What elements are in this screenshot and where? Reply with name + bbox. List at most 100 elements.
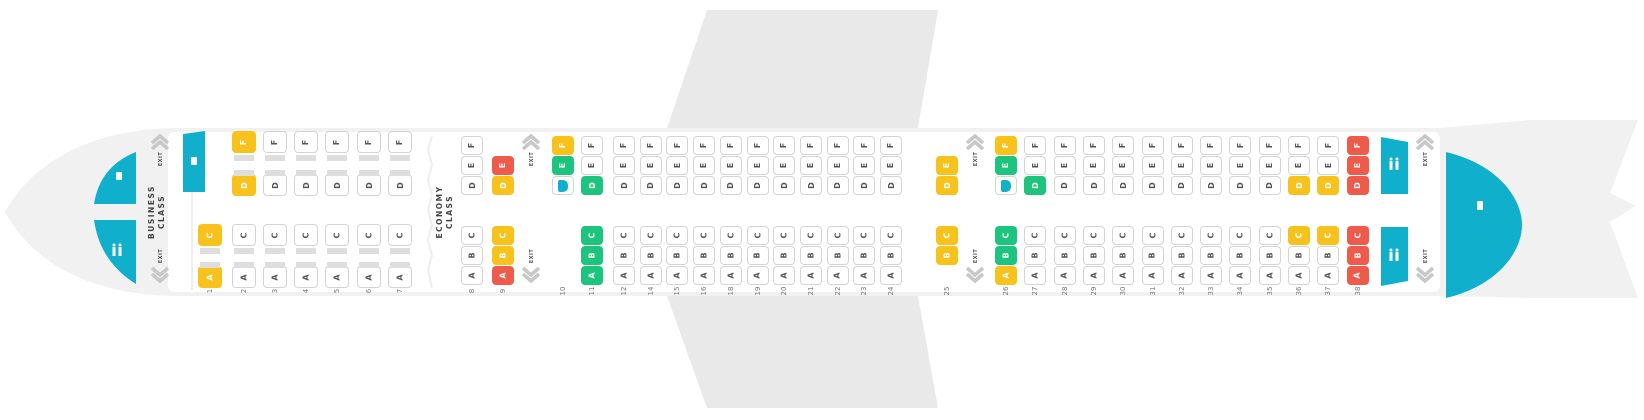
seat-22A[interactable]: A (826, 265, 849, 285)
seat-23E[interactable]: E (853, 155, 876, 175)
seat-20F[interactable]: F (773, 135, 796, 155)
seat-16D[interactable]: D (693, 175, 716, 195)
seat-16E[interactable]: E (693, 155, 716, 175)
seat-11E[interactable]: E (581, 155, 603, 175)
seat-22D[interactable]: D (826, 175, 849, 195)
seat-1A[interactable]: A (198, 266, 222, 288)
seat-34E[interactable]: E (1229, 155, 1252, 175)
seat-26B[interactable]: B (995, 245, 1017, 265)
seat-14B[interactable]: B (639, 245, 662, 265)
seat-23C[interactable]: C (853, 225, 876, 245)
seat-33C[interactable]: C (1200, 225, 1223, 245)
seat-14E[interactable]: E (639, 155, 662, 175)
seat-31D[interactable]: D (1141, 175, 1164, 195)
seat-38F[interactable]: F (1346, 135, 1369, 155)
seat-37A[interactable]: A (1317, 265, 1340, 285)
seat-32C[interactable]: C (1170, 225, 1193, 245)
seat-7D[interactable]: D (388, 174, 412, 196)
seat-35C[interactable]: C (1258, 225, 1281, 245)
seat-8B[interactable]: B (461, 245, 483, 265)
seat-37C[interactable]: C (1317, 225, 1340, 245)
seat-20A[interactable]: A (773, 265, 796, 285)
seat-18C[interactable]: C (719, 225, 742, 245)
seat-23F[interactable]: F (853, 135, 876, 155)
seat-29C[interactable]: C (1082, 225, 1105, 245)
seat-19E[interactable]: E (746, 155, 769, 175)
seat-5D[interactable]: D (325, 174, 349, 196)
seat-38E[interactable]: E (1346, 155, 1369, 175)
seat-28D[interactable]: D (1053, 175, 1076, 195)
seat-8E[interactable]: E (461, 155, 483, 175)
seat-35A[interactable]: A (1258, 265, 1281, 285)
seat-34F[interactable]: F (1229, 135, 1252, 155)
seat-6A[interactable]: A (357, 266, 381, 288)
seat-9C[interactable]: C (492, 225, 514, 245)
seat-8A[interactable]: A (461, 265, 483, 285)
seat-24F[interactable]: F (880, 135, 902, 155)
seat-27F[interactable]: F (1024, 135, 1047, 155)
seat-4D[interactable]: D (294, 174, 318, 196)
seat-12C[interactable]: C (613, 225, 635, 245)
seat-24C[interactable]: C (880, 225, 902, 245)
seat-35F[interactable]: F (1258, 135, 1281, 155)
seat-15F[interactable]: F (666, 135, 689, 155)
seat-18E[interactable]: E (719, 155, 742, 175)
seat-30C[interactable]: C (1112, 225, 1135, 245)
seat-23D[interactable]: D (853, 175, 876, 195)
seat-3F[interactable]: F (263, 131, 287, 153)
seat-1C[interactable]: C (198, 224, 222, 246)
seat-26A[interactable]: A (995, 265, 1017, 285)
seat-26F[interactable]: F (995, 135, 1017, 155)
seat-29B[interactable]: B (1082, 245, 1105, 265)
seat-29E[interactable]: E (1082, 155, 1105, 175)
seat-28F[interactable]: F (1053, 135, 1076, 155)
seat-27C[interactable]: C (1024, 225, 1047, 245)
seat-34D[interactable]: D (1229, 175, 1252, 195)
seat-25D[interactable]: D (936, 175, 958, 195)
seat-5A[interactable]: A (325, 266, 349, 288)
seat-30D[interactable]: D (1112, 175, 1135, 195)
seat-15D[interactable]: D (666, 175, 689, 195)
seat-9D[interactable]: D (492, 175, 514, 195)
seat-3D[interactable]: D (263, 174, 287, 196)
seat-8C[interactable]: C (461, 225, 483, 245)
seat-11D[interactable]: D (581, 175, 603, 195)
seat-25C[interactable]: C (936, 225, 958, 245)
seat-4C[interactable]: C (294, 224, 318, 246)
seat-12E[interactable]: E (613, 155, 635, 175)
seat-26D[interactable] (995, 175, 1017, 195)
seat-36A[interactable]: A (1288, 265, 1310, 285)
seat-28C[interactable]: C (1053, 225, 1076, 245)
seat-26C[interactable]: C (995, 225, 1017, 245)
seat-5F[interactable]: F (325, 131, 349, 153)
seat-21A[interactable]: A (799, 265, 822, 285)
seat-11C[interactable]: C (581, 225, 603, 245)
seat-7A[interactable]: A (388, 266, 412, 288)
seat-3A[interactable]: A (263, 266, 287, 288)
seat-2C[interactable]: C (232, 224, 256, 246)
seat-36D[interactable]: D (1288, 175, 1310, 195)
seat-11A[interactable]: A (581, 265, 603, 285)
seat-32E[interactable]: E (1170, 155, 1193, 175)
seat-20E[interactable]: E (773, 155, 796, 175)
seat-30F[interactable]: F (1112, 135, 1135, 155)
seat-24B[interactable]: B (880, 245, 902, 265)
seat-19B[interactable]: B (746, 245, 769, 265)
seat-37F[interactable]: F (1317, 135, 1340, 155)
seat-28A[interactable]: A (1053, 265, 1076, 285)
seat-37D[interactable]: D (1317, 175, 1340, 195)
seat-21B[interactable]: B (799, 245, 822, 265)
seat-36E[interactable]: E (1288, 155, 1310, 175)
seat-34C[interactable]: C (1229, 225, 1252, 245)
seat-3C[interactable]: C (263, 224, 287, 246)
seat-27D[interactable]: D (1024, 175, 1047, 195)
seat-27A[interactable]: A (1024, 265, 1047, 285)
seat-20C[interactable]: C (773, 225, 796, 245)
seat-25B[interactable]: B (936, 245, 958, 265)
seat-31A[interactable]: A (1141, 265, 1164, 285)
seat-7F[interactable]: F (388, 131, 412, 153)
seat-22C[interactable]: C (826, 225, 849, 245)
seat-32B[interactable]: B (1170, 245, 1193, 265)
seat-4A[interactable]: A (294, 266, 318, 288)
seat-33D[interactable]: D (1200, 175, 1223, 195)
